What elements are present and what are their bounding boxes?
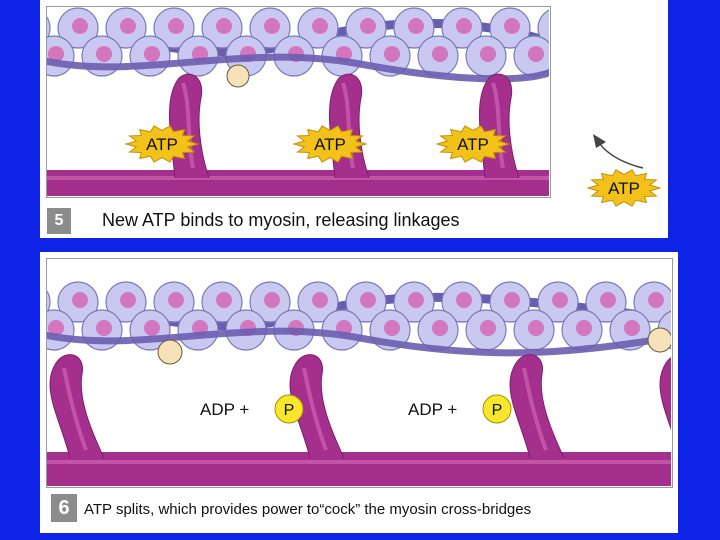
release-arrowhead	[593, 134, 606, 148]
actin-binding-site	[432, 46, 448, 62]
actin-binding-site	[456, 18, 472, 34]
myosin-head-highlight	[491, 82, 505, 169]
actin-binding-site	[408, 292, 424, 308]
myosin-head-highlight	[522, 367, 548, 451]
troponin-complex	[157, 339, 183, 365]
adp-label-1: ADP +	[200, 400, 249, 419]
thick-filament	[47, 452, 671, 486]
step6-caption: ATP splits, which provides power to“cock…	[84, 501, 532, 518]
step5-panel: ATP ATP ATP ATP 5 New ATP binds to myosin,…	[40, 0, 668, 238]
adp-labels: ADP + P ADP + P	[200, 394, 512, 424]
actin-binding-site	[360, 18, 376, 34]
free-atp-star: ATP	[586, 169, 662, 207]
myosin-head-cocked	[659, 357, 671, 431]
actin-subunit	[47, 16, 51, 40]
troponin-complex	[226, 64, 250, 88]
step5-caption: New ATP binds to myosin, releasing linka…	[102, 210, 460, 230]
myosin-head-highlight	[674, 368, 678, 450]
actin-binding-site	[144, 320, 160, 336]
thin-filament	[47, 7, 549, 88]
atp-labels: ATP ATP ATP	[124, 125, 511, 163]
atp-2-label: ATP	[314, 135, 346, 154]
actin-binding-site	[312, 292, 328, 308]
actin-binding-site	[456, 292, 472, 308]
step6-illustration-frame	[46, 258, 673, 488]
actin-binding-site	[360, 292, 376, 308]
myosin-head-cocked	[509, 354, 565, 459]
actin-binding-site	[96, 320, 112, 336]
actin-binding-site	[576, 320, 592, 336]
actin-binding-site	[408, 18, 424, 34]
atp-free-label: ATP	[608, 179, 640, 198]
actin-binding-site	[432, 320, 448, 336]
atp-1-label: ATP	[146, 135, 178, 154]
myosin-head-highlight	[302, 367, 328, 451]
actin-binding-site	[48, 320, 64, 336]
actin-binding-site	[216, 18, 232, 34]
troponin-complex	[647, 327, 671, 353]
free-atp-group: ATP	[586, 134, 662, 207]
actin-binding-site	[504, 18, 520, 34]
atp-2-star	[292, 125, 368, 163]
myosin-head-cocked	[49, 354, 105, 459]
actin-binding-site	[120, 18, 136, 34]
actin-subunit	[47, 290, 51, 314]
actin-binding-site	[504, 292, 520, 308]
actin-binding-site	[264, 292, 280, 308]
myosin-heads	[49, 354, 678, 459]
step5-illustration-frame	[46, 6, 551, 198]
actin-binding-site	[144, 46, 160, 62]
atp-3-label: ATP	[457, 135, 489, 154]
actin-binding-site	[624, 320, 640, 336]
actin-binding-site	[672, 320, 678, 336]
actin-binding-site	[216, 292, 232, 308]
actin-binding-site	[72, 292, 88, 308]
step5-illustration: ATP ATP ATP	[47, 7, 549, 196]
myosin-head-highlight	[341, 82, 355, 169]
actin-binding-site	[72, 18, 88, 34]
step6-illustration: ADP + P ADP + P	[47, 281, 678, 486]
phosphate-circle-2	[482, 394, 512, 424]
phosphate-label-2: P	[492, 402, 503, 419]
phosphate-label-1: P	[284, 402, 295, 419]
tropomyosin-strand	[47, 53, 549, 83]
thin-filament	[47, 281, 678, 365]
step6-panel: ADP + P ADP + P 6 ATP splits, which provide…	[40, 252, 678, 533]
step5-number: 5	[47, 208, 71, 234]
tropomyosin-strand	[47, 327, 671, 357]
actin-binding-site	[120, 292, 136, 308]
actin-binding-site	[384, 320, 400, 336]
atp-free-star	[586, 169, 662, 207]
myosin-head-highlight	[181, 82, 195, 169]
actin-binding-site	[168, 18, 184, 34]
atp-3-star	[435, 125, 511, 163]
actin-binding-site	[264, 18, 280, 34]
actin-binding-site	[48, 46, 64, 62]
release-arrow	[596, 139, 644, 169]
actin-binding-site	[552, 292, 568, 308]
myosin-head-highlight	[62, 367, 88, 451]
actin-binding-site	[96, 46, 112, 62]
actin-binding-site	[168, 292, 184, 308]
actin-binding-site	[600, 292, 616, 308]
step6-number: 6	[51, 494, 77, 522]
adp-label-2: ADP +	[408, 400, 457, 419]
actin-binding-site	[528, 46, 544, 62]
atp-1-star	[124, 125, 200, 163]
actin-binding-site	[528, 320, 544, 336]
actin-binding-site	[312, 18, 328, 34]
actin-binding-site	[384, 46, 400, 62]
actin-binding-site	[480, 320, 496, 336]
phosphate-circle-1	[274, 394, 304, 424]
actin-binding-site	[648, 292, 664, 308]
actin-binding-site	[480, 46, 496, 62]
